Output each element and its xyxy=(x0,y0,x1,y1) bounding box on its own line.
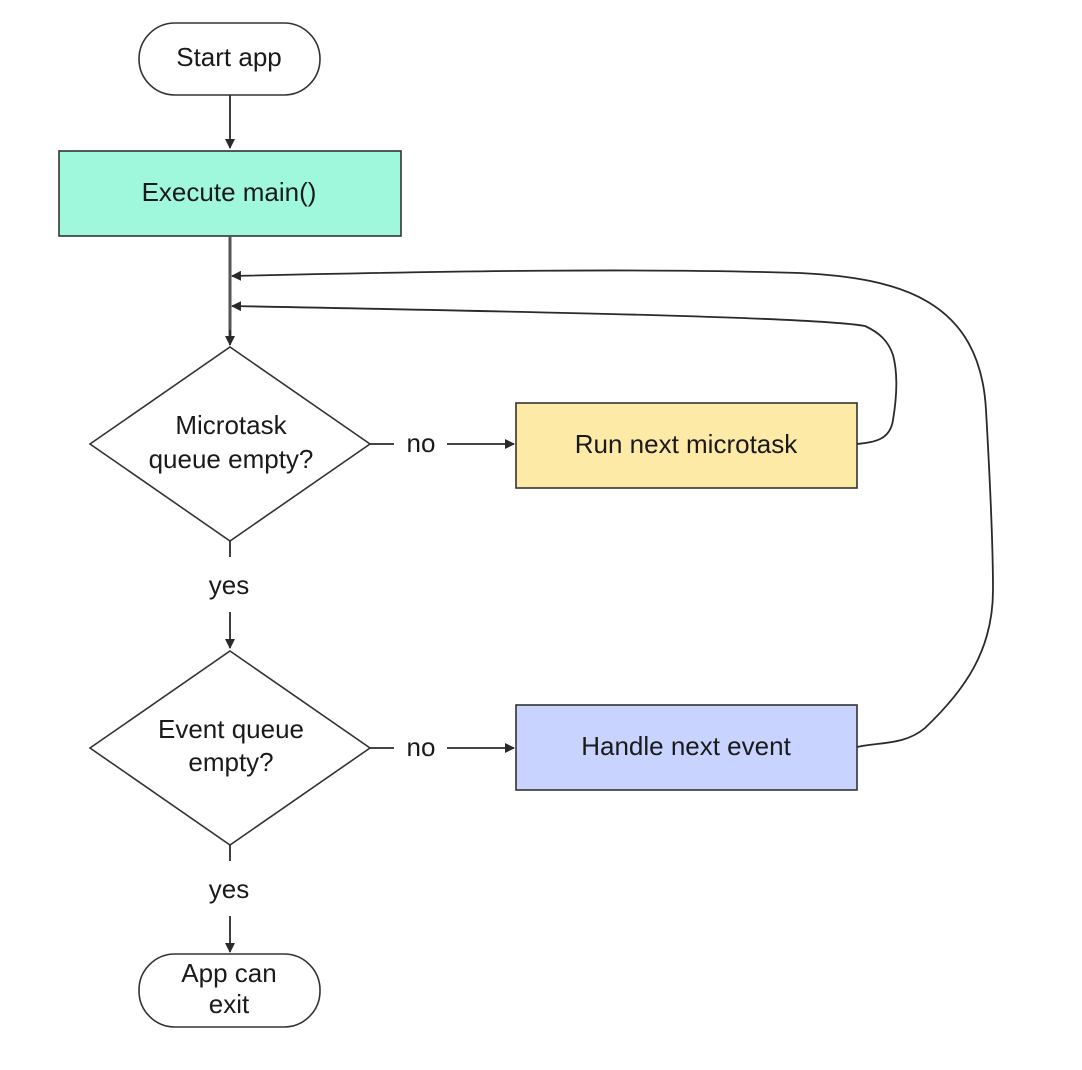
handle-event-label: Handle next event xyxy=(581,731,791,761)
exit-node-line1: App can xyxy=(181,958,276,988)
execute-main-label: Execute main() xyxy=(142,177,317,207)
run-microtask-box xyxy=(515,402,858,489)
event-no-label: no xyxy=(407,732,436,762)
event-decision-line1: Event queue xyxy=(158,714,304,744)
start-node-label: Start app xyxy=(176,42,282,72)
edge-event-loop-back xyxy=(231,269,994,748)
run-microtask-node: Run next microtask xyxy=(515,402,858,489)
microtask-yes-label: yes xyxy=(209,570,249,600)
exit-node: App can exit xyxy=(138,953,321,1028)
edge-microtask-loop-back xyxy=(231,301,898,445)
run-microtask-label: Run next microtask xyxy=(575,429,799,459)
microtask-decision-node: Microtask queue empty? xyxy=(88,346,372,542)
event-decision-node: Event queue empty? xyxy=(88,650,372,846)
handle-event-box xyxy=(515,704,858,791)
handle-event-node: Handle next event xyxy=(515,704,858,791)
start-node: Start app xyxy=(138,22,321,96)
event-yes-label: yes xyxy=(209,874,249,904)
microtask-no-label: no xyxy=(407,428,436,458)
exit-node-line2: exit xyxy=(209,989,250,1019)
execute-main-node: Execute main() xyxy=(58,150,402,237)
event-decision-line2: empty? xyxy=(188,747,273,777)
microtask-decision-line1: Microtask xyxy=(175,410,287,440)
microtask-decision-line2: queue empty? xyxy=(149,444,314,474)
execute-main-box xyxy=(58,150,402,237)
